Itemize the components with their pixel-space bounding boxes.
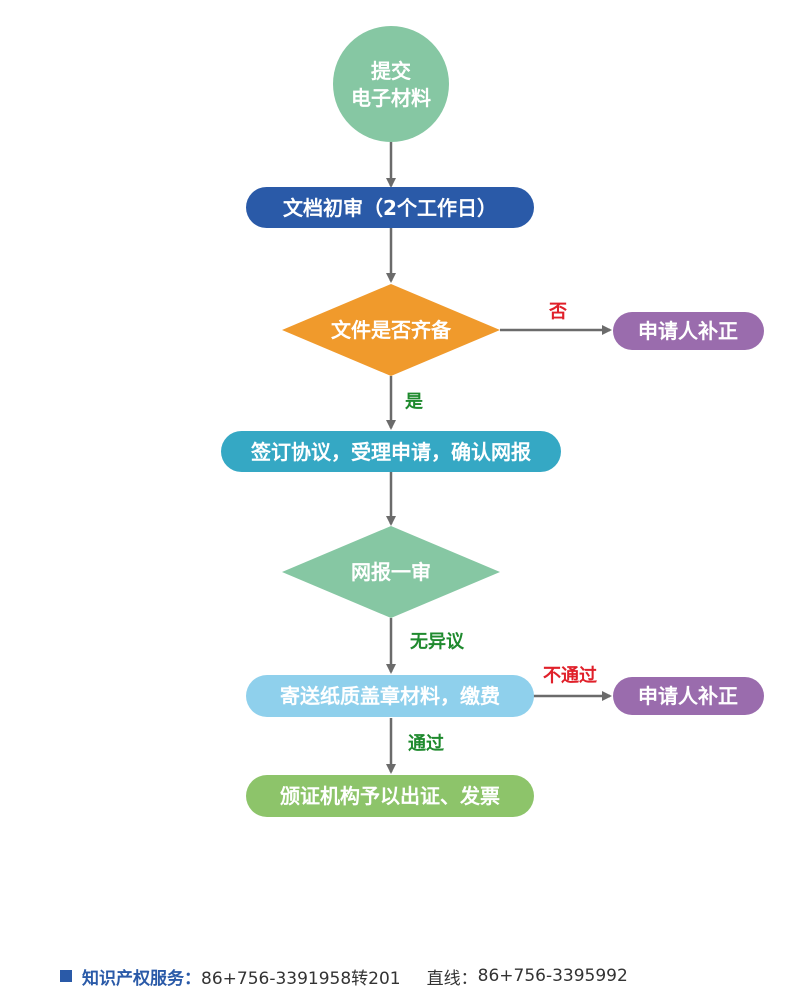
applicant-supplement-1-label: 申请人补正 <box>638 319 738 343</box>
applicant-supplement-1-box <box>613 312 764 350</box>
footer-contact: 知识产权服务： 86+756-3391958转201 直线： 86+756-33… <box>60 964 628 989</box>
decision-files-diamond <box>282 284 500 376</box>
final-step-box <box>246 775 534 817</box>
decision-files-label: 文件是否齐备 <box>331 318 452 342</box>
node-applicant-supplement-2: 申请人补正 <box>613 677 764 715</box>
doc-review-label: 文档初审（2个工作日） <box>283 196 497 220</box>
node-final-step: 颁证机构予以出证、发票 <box>246 775 534 817</box>
node-sign-agreement: 签订协议，受理申请，确认网报 <box>221 431 561 472</box>
edge-label-no-objection: 无异议 <box>410 632 465 653</box>
applicant-supplement-2-label: 申请人补正 <box>638 684 738 708</box>
final-step-label: 颁证机构予以出证、发票 <box>280 784 500 808</box>
footer-phone-main: 86+756-3391958转201 <box>201 968 401 989</box>
start-label-line1: 提交 <box>371 59 411 83</box>
connectors <box>386 142 612 774</box>
decision-review-diamond <box>282 526 500 618</box>
node-doc-review: 文档初审（2个工作日） <box>246 187 534 228</box>
flowchart: 提交 电子材料 文档初审（2个工作日） 文件是否齐备 申请人补正 签订协议，受理… <box>221 26 764 817</box>
sign-agreement-label: 签订协议，受理申请，确认网报 <box>250 440 531 464</box>
send-materials-box <box>246 675 534 717</box>
node-decision-files: 文件是否齐备 <box>282 284 500 376</box>
send-materials-label: 寄送纸质盖章材料，缴费 <box>280 684 500 708</box>
edge-label-yes: 是 <box>404 392 423 413</box>
applicant-supplement-2-box <box>613 677 764 715</box>
start-label-line2: 电子材料 <box>351 86 431 110</box>
node-applicant-supplement-1: 申请人补正 <box>613 312 764 350</box>
footer-direct-label: 直线： <box>426 968 478 989</box>
footer-service-label: 知识产权服务： <box>82 968 201 989</box>
node-decision-review: 网报一审 <box>282 526 500 618</box>
edge-label-passed: 通过 <box>408 733 444 755</box>
footer-square-icon <box>60 970 72 982</box>
sign-agreement-box <box>221 431 561 472</box>
edge-label-not-passed: 不通过 <box>543 665 597 687</box>
edge-label-no: 否 <box>548 302 567 323</box>
start-circle <box>333 26 449 142</box>
node-submit-materials: 提交 电子材料 <box>333 26 449 142</box>
decision-review-label: 网报一审 <box>351 560 431 584</box>
doc-review-box <box>246 187 534 228</box>
footer-phone-direct: 86+756-3395992 <box>477 966 628 986</box>
node-send-materials: 寄送纸质盖章材料，缴费 <box>246 675 534 717</box>
